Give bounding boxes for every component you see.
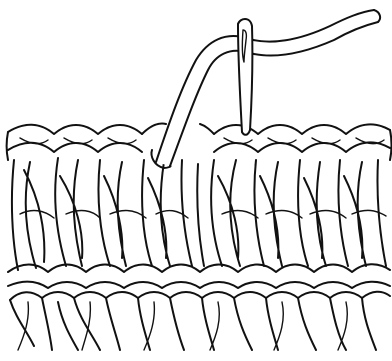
lower-stitch-row xyxy=(8,264,390,288)
yarn-strand-icon xyxy=(152,10,381,168)
foundation-row xyxy=(10,292,390,350)
tall-stitch-posts xyxy=(12,158,386,270)
needle-icon xyxy=(238,19,252,135)
top-chain-row xyxy=(7,123,392,160)
